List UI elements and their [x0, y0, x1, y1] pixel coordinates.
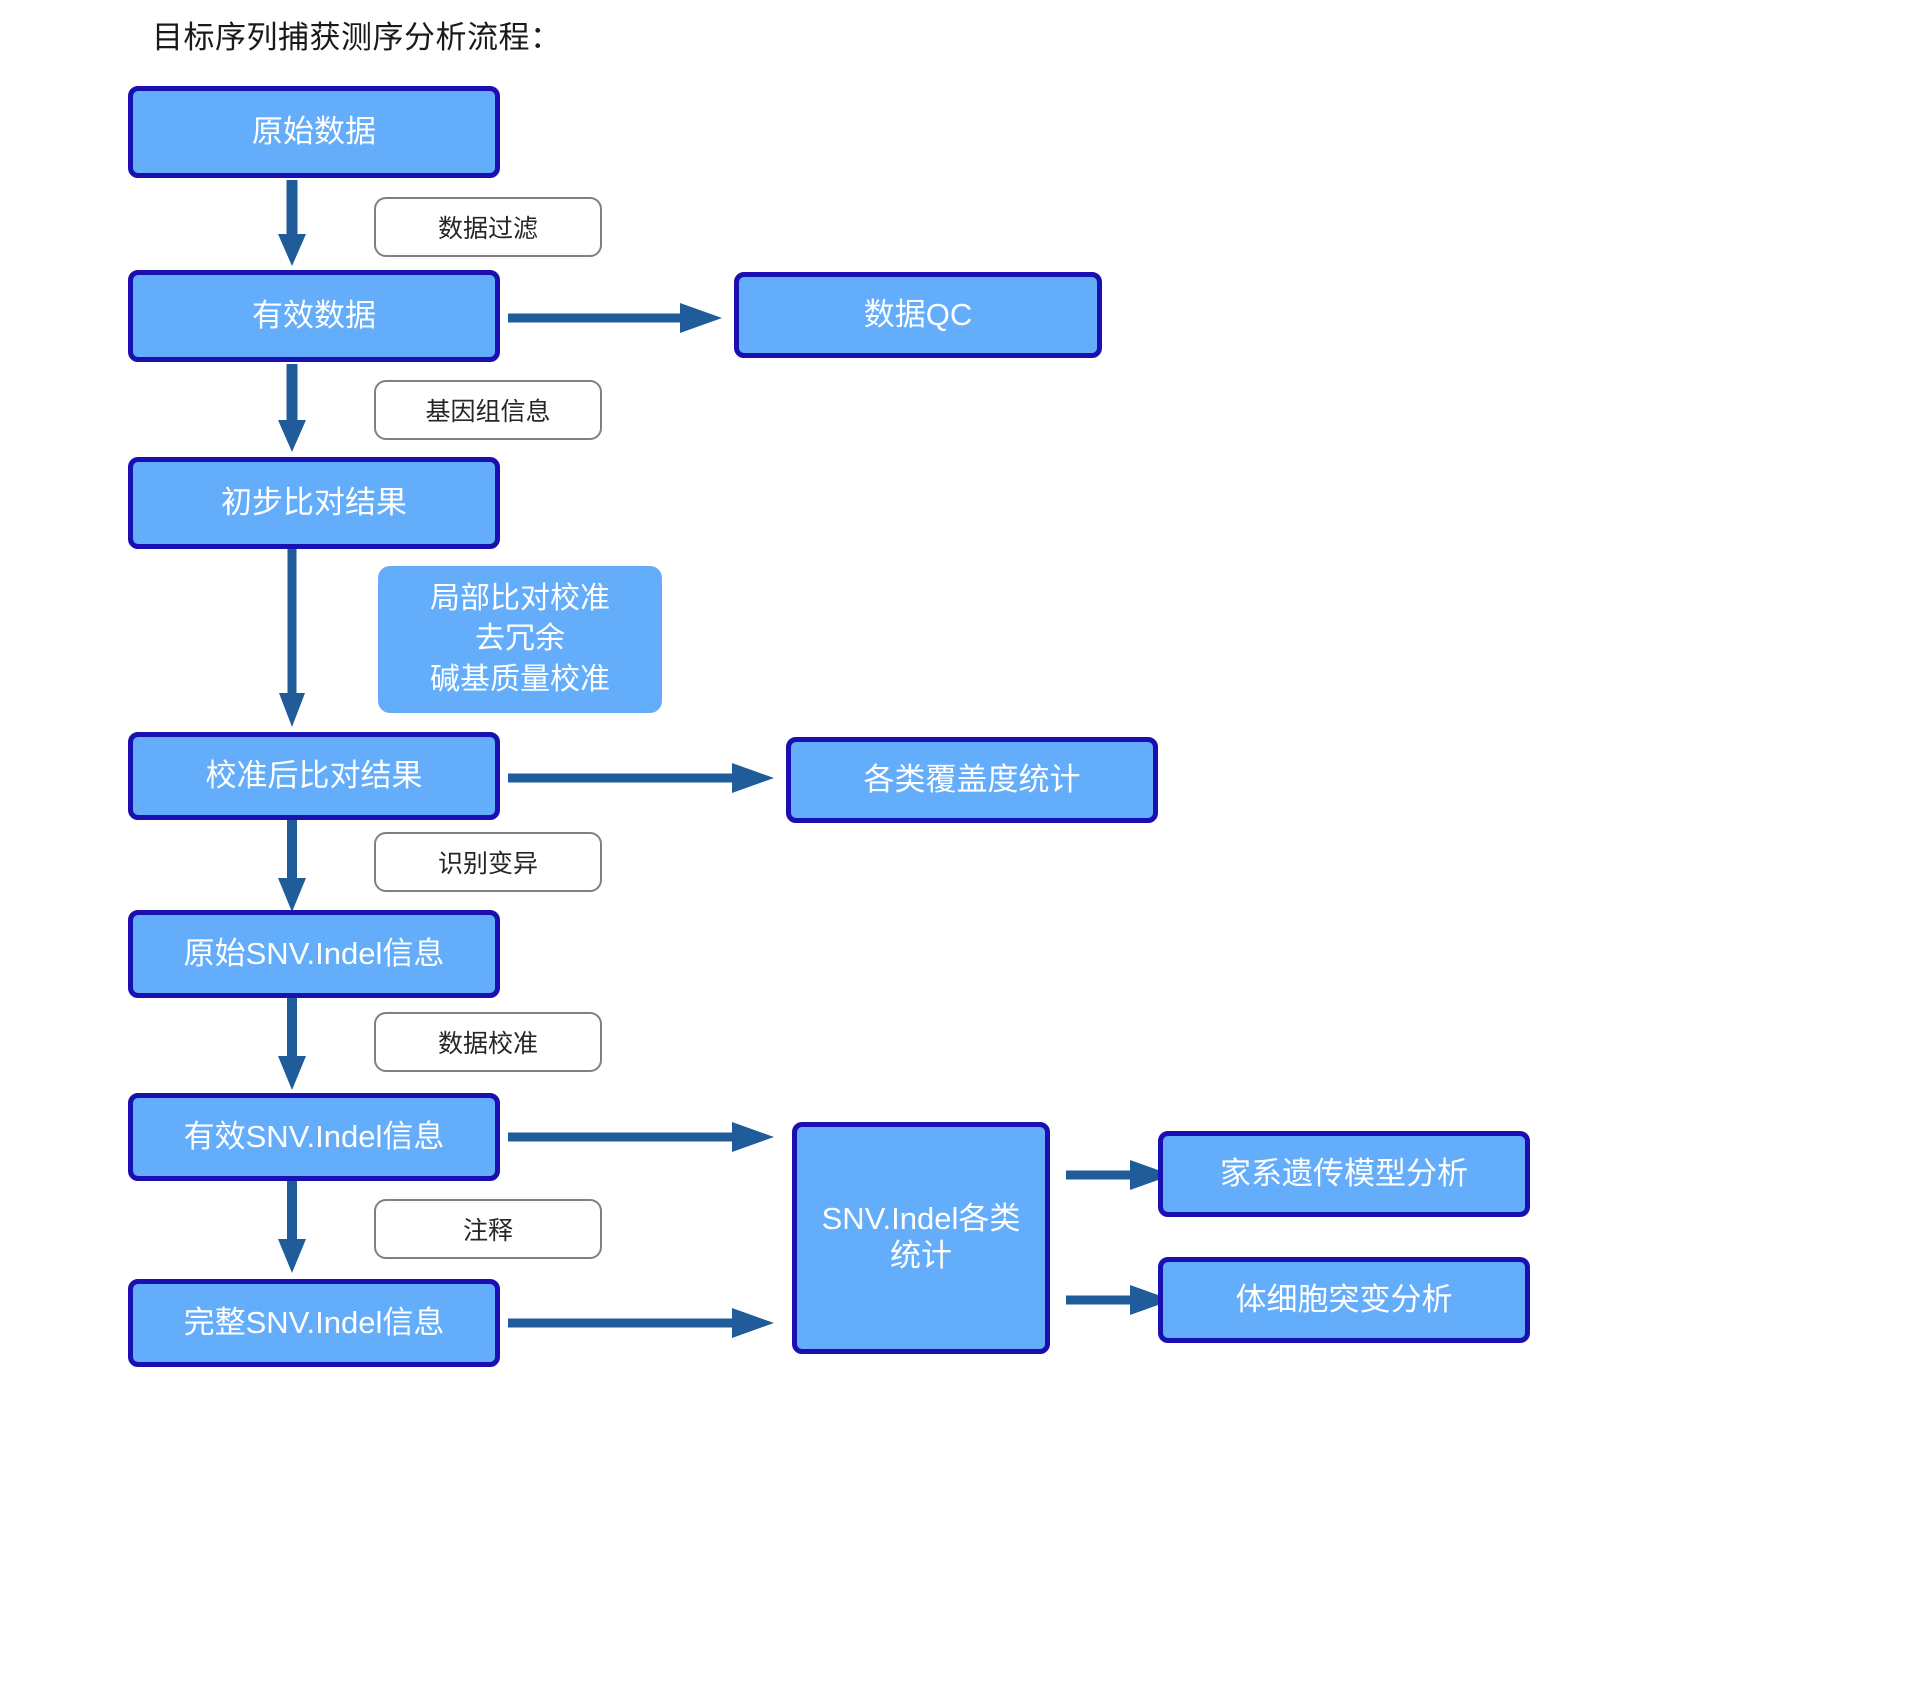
node-realignment-block[interactable]: 局部比对校准 去冗余 碱基质量校准: [378, 566, 662, 713]
realignment-line-3: 碱基质量校准: [430, 662, 610, 696]
node-pedigree-analysis[interactable]: 家系遗传模型分析: [1158, 1131, 1530, 1217]
realignment-line-2: 去冗余: [475, 622, 565, 656]
arrow-raw-snv-to-valid-snv: [278, 998, 306, 1090]
node-initial-alignment[interactable]: 初步比对结果: [128, 457, 500, 549]
node-coverage-stats[interactable]: 各类覆盖度统计: [786, 737, 1158, 823]
arrow-valid-snv-to-snv-stats: [508, 1122, 774, 1152]
edge-label-annotation: 注释: [374, 1199, 602, 1259]
arrow-clean-data-to-data-qc: [508, 303, 722, 333]
arrow-recalibrated-to-raw-snv: [278, 820, 306, 912]
arrow-clean-to-initial: [278, 364, 306, 452]
edge-label-data-filter: 数据过滤: [374, 197, 602, 257]
node-complete-snv-indel[interactable]: 完整SNV.Indel信息: [128, 1279, 500, 1367]
edge-label-data-calibration: 数据校准: [374, 1012, 602, 1072]
arrow-raw-to-clean: [278, 180, 306, 266]
node-recalibrated-alignment[interactable]: 校准后比对结果: [128, 732, 500, 820]
node-raw-snv-indel[interactable]: 原始SNV.Indel信息: [128, 910, 500, 998]
edge-label-genome-info: 基因组信息: [374, 380, 602, 440]
node-data-qc[interactable]: 数据QC: [734, 272, 1102, 358]
arrow-initial-to-recalibrated: [279, 549, 305, 727]
node-clean-data[interactable]: 有效数据: [128, 270, 500, 362]
arrow-recalibrated-to-coverage-stats: [508, 763, 774, 793]
arrow-complete-snv-to-snv-stats: [508, 1308, 774, 1338]
page-title: 目标序列捕获测序分析流程：: [152, 20, 562, 55]
edge-label-call-variants: 识别变异: [374, 832, 602, 892]
node-snv-indel-stats[interactable]: SNV.Indel各类统计: [792, 1122, 1050, 1354]
realignment-line-1: 局部比对校准: [430, 581, 610, 615]
node-raw-data[interactable]: 原始数据: [128, 86, 500, 178]
node-somatic-analysis[interactable]: 体细胞突变分析: [1158, 1257, 1530, 1343]
arrow-valid-snv-to-complete-snv: [278, 1181, 306, 1273]
node-valid-snv-indel[interactable]: 有效SNV.Indel信息: [128, 1093, 500, 1181]
